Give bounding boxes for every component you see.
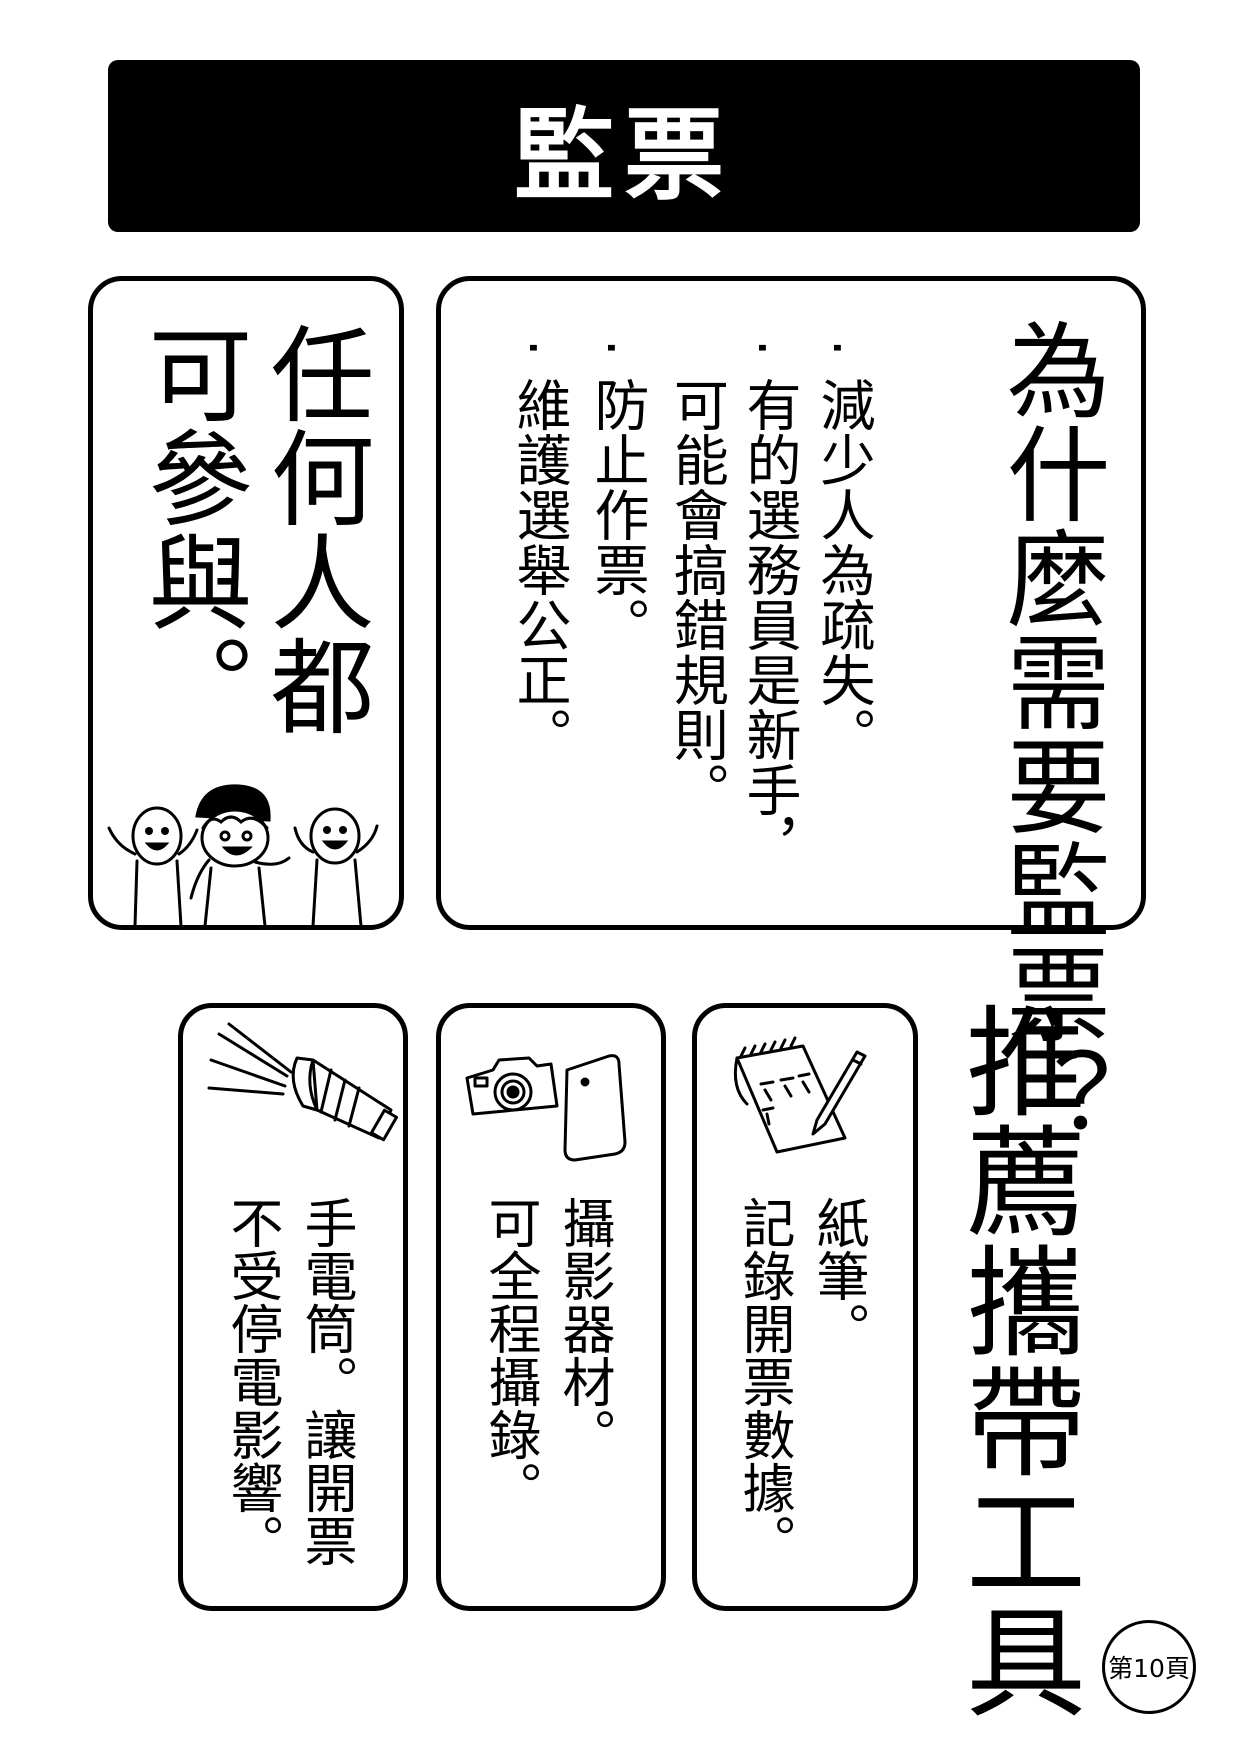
bullet-marker: · xyxy=(805,339,869,357)
bullet-item: 減少人為疏失。 xyxy=(811,377,875,762)
tool-2-line-2: 可全程攝錄。 xyxy=(480,1196,541,1514)
bullet-marker: · xyxy=(579,339,643,357)
why-heading: 為什麼需要監票？ xyxy=(988,317,1110,1149)
page-number: 第10頁 xyxy=(1108,1654,1190,1683)
bullet-marker: · xyxy=(501,339,565,357)
panel-anyone-can-join: 任何人都 可參與。 xyxy=(88,276,404,930)
bullet-item: 有的選務員是新手，可能會搞錯規則。 xyxy=(664,377,801,872)
bullet-marker: · xyxy=(730,339,794,357)
tool-panel-camera: 攝影器材。 可全程攝錄。 xyxy=(436,1003,666,1611)
tool-2-line-1: 攝影器材。 xyxy=(554,1196,615,1461)
cheering-people-icon xyxy=(107,784,379,926)
tool-1-line-2: 記錄開票數據。 xyxy=(734,1196,795,1567)
tool-3-line-1: 手電筒。讓開票 xyxy=(296,1196,357,1567)
tool-panel-flashlight: 手電筒。讓開票 不受停電影響。 xyxy=(178,1003,408,1611)
tool-3-line-2: 不受停電影響。 xyxy=(222,1196,283,1567)
notepad-pen-icon xyxy=(733,1036,867,1154)
bullet-item: 維護選舉公正。 xyxy=(507,377,571,762)
anyone-line-2: 可參與。 xyxy=(130,321,252,737)
page-title: 監票 xyxy=(514,96,734,214)
page-number-badge: 第10頁 xyxy=(1102,1620,1196,1714)
tool-1-line-1: 紙筆。 xyxy=(808,1196,869,1355)
camera-phone-icon xyxy=(465,1054,627,1162)
panel-why-monitor: 為什麼需要監票？ · 減少人為疏失。 · 有的選務員是新手，可能會搞錯規則。 ·… xyxy=(436,276,1146,1149)
tool-panel-notepad: 紙筆。 記錄開票數據。 xyxy=(692,1003,918,1611)
tools-heading: 推薦攜帶工具 xyxy=(945,1000,1084,1720)
title-bar: 監票 xyxy=(108,60,1140,232)
flashlight-icon xyxy=(207,1022,399,1142)
anyone-line-1: 任何人都 xyxy=(252,321,374,737)
bullet-item: 防止作票。 xyxy=(585,377,649,652)
